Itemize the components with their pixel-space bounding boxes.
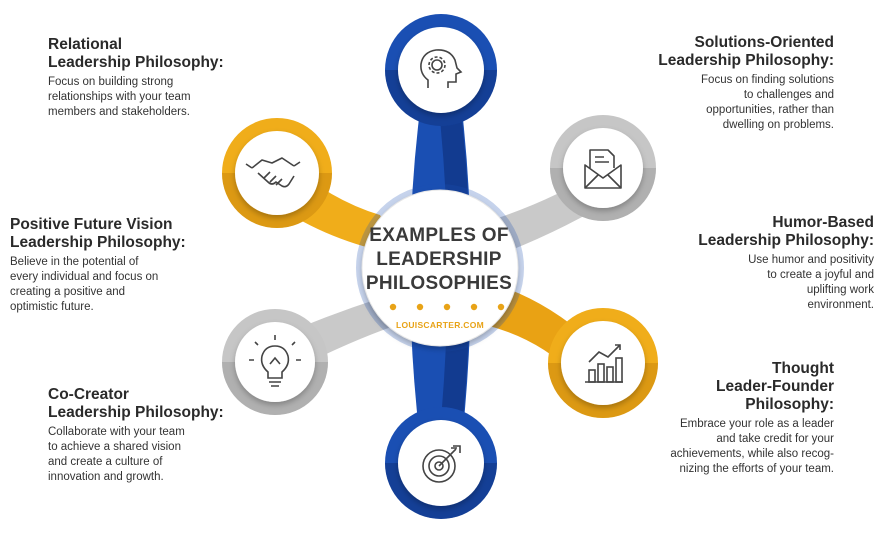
title-line: Thought — [772, 360, 834, 377]
philosophy-co-creator: Co-Creator Leadership Philosophy: Collab… — [48, 386, 268, 485]
philosophy-thought-leader-founder: Thought Leader-Founder Philosophy: Embra… — [630, 360, 834, 477]
philosophy-description: Collaborate with your team to achieve a … — [48, 425, 268, 485]
philosophy-description: Use humor and positivity to create a joy… — [640, 253, 874, 313]
desc-line: to achieve a shared vision — [48, 441, 181, 453]
philosophy-title: Humor-Based Leadership Philosophy: — [640, 214, 874, 250]
philosophy-solutions-oriented: Solutions-Oriented Leadership Philosophy… — [600, 34, 834, 133]
philosophy-humor-based: Humor-Based Leadership Philosophy: Use h… — [640, 214, 874, 313]
desc-line: Focus on finding solutions — [701, 74, 834, 86]
philosophy-relational: Relational Leadership Philosophy: Focus … — [48, 36, 268, 120]
title-line: Leadership Philosophy: — [48, 54, 224, 71]
node-gear-head — [385, 14, 497, 126]
desc-line: achievements, while also recog- — [670, 448, 834, 460]
desc-line: relationships with your team — [48, 91, 191, 103]
title-line: Relational — [48, 36, 123, 53]
title-line: Solutions-Oriented — [694, 34, 835, 51]
desc-line: creating a positive and — [10, 286, 126, 298]
handshake-icon — [245, 157, 301, 188]
title-line: Positive Future Vision — [10, 216, 173, 233]
philosophy-title: Relational Leadership Philosophy: — [48, 36, 268, 72]
desc-line: optimistic future. — [10, 301, 94, 313]
desc-line: opportunities, rather than — [706, 104, 834, 116]
title-line: Co-Creator — [48, 386, 129, 403]
desc-line: every individual and focus on — [10, 271, 159, 283]
philosophy-description: Focus on finding solutions to challenges… — [600, 73, 834, 133]
desc-line: to challenges and — [743, 89, 834, 101]
philosophy-description: Embrace your role as a leader and take c… — [630, 417, 834, 477]
center-hub — [356, 184, 524, 352]
website-label: LOUISCARTER.COM — [395, 320, 485, 330]
desc-line: uplifting work — [806, 284, 874, 296]
node-bar-chart — [548, 308, 658, 418]
philosophy-description: Believe in the potential of every indivi… — [10, 255, 230, 315]
desc-line: Believe in the potential of — [10, 256, 139, 268]
philosophy-title: Positive Future Vision Leadership Philos… — [10, 216, 230, 252]
title-line: Leadership Philosophy: — [48, 404, 224, 421]
desc-line: and create a culture of — [48, 456, 163, 468]
center-title: EXAMPLES OF LEADERSHIP PHILOSOPHIES — [360, 224, 518, 296]
desc-line: Embrace your role as a leader — [679, 418, 834, 430]
philosophy-title: Co-Creator Leadership Philosophy: — [48, 386, 268, 422]
title-line: Leadership Philosophy: — [698, 232, 874, 249]
desc-line: nizing the efforts of your team. — [679, 463, 834, 475]
title-line: Philosophy: — [745, 396, 834, 413]
lightbulb-icon — [249, 335, 301, 387]
desc-line: Collaborate with your team — [48, 426, 185, 438]
gear-head-icon — [420, 49, 463, 88]
center-title-line-1: EXAMPLES OF — [369, 225, 509, 246]
node-envelope — [550, 115, 656, 221]
center-title-line-3: PHILOSOPHIES — [365, 273, 513, 294]
target-icon — [422, 445, 461, 483]
desc-line: to create a joyful and — [767, 269, 874, 281]
philosophy-title: Thought Leader-Founder Philosophy: — [630, 360, 834, 414]
node-handshake — [222, 118, 332, 228]
envelope-icon — [584, 149, 622, 189]
title-line: Humor-Based — [772, 214, 874, 231]
title-line: Leadership Philosophy: — [658, 52, 834, 69]
center-dots — [389, 303, 505, 311]
bar-chart-icon — [585, 344, 623, 383]
node-lightbulb — [222, 309, 328, 415]
title-line: Leader-Founder — [716, 378, 834, 395]
desc-line: environment. — [807, 299, 874, 311]
philosophy-description: Focus on building strong relationships w… — [48, 75, 268, 120]
desc-line: Focus on building strong — [48, 76, 174, 88]
philosophy-title: Solutions-Oriented Leadership Philosophy… — [600, 34, 834, 70]
desc-line: innovation and growth. — [48, 471, 164, 483]
desc-line: dwelling on problems. — [722, 119, 834, 131]
title-line: Leadership Philosophy: — [10, 234, 186, 251]
center-title-line-2: LEADERSHIP — [376, 249, 502, 270]
philosophy-positive-future-vision: Positive Future Vision Leadership Philos… — [10, 216, 230, 315]
desc-line: members and stakeholders. — [48, 106, 190, 118]
desc-line: Use humor and positivity — [748, 254, 874, 266]
node-target — [385, 407, 497, 519]
desc-line: and take credit for your — [716, 433, 834, 445]
